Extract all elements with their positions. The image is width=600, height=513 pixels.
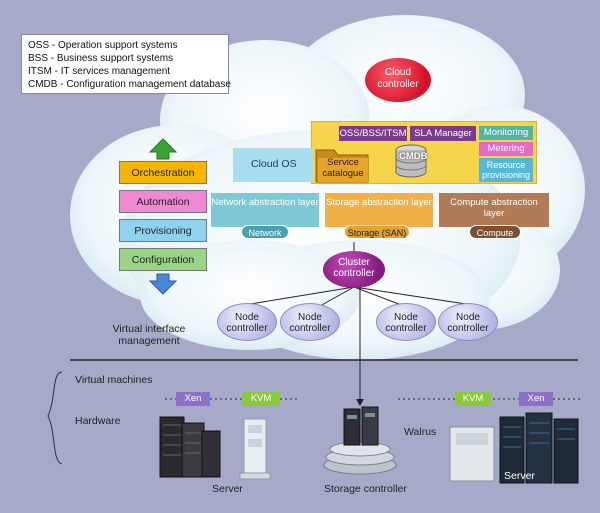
legend-item: ITSM - IT services management	[28, 66, 171, 77]
configuration-box: Configuration	[119, 248, 207, 271]
provisioning-box: Provisioning	[119, 219, 207, 242]
storage-pill: Storage (SAN)	[344, 225, 410, 239]
hardware-label: Hardware	[75, 415, 121, 427]
monitoring-box: Monitoring	[479, 126, 533, 140]
oss-bss-itsm-label: OSS/BSS/ITSM	[339, 128, 407, 139]
storage-abstraction-label: Storage abstraction layer	[326, 197, 432, 208]
node-controller: Node controller	[376, 303, 436, 341]
kvm-tag: KVM	[242, 392, 280, 406]
metering-label: Metering	[487, 143, 525, 154]
node-controller: Node controller	[280, 303, 340, 341]
xen-tag: Xen	[519, 392, 553, 406]
database-icon	[395, 144, 427, 178]
storage-abstraction-layer: Storage abstraction layer	[325, 193, 433, 227]
automation-box: Automation	[119, 190, 207, 213]
node-controller: Node controller	[438, 303, 498, 341]
arrow-down-icon	[148, 273, 178, 295]
legend-box: OSS - Operation support systems BSS - Bu…	[21, 34, 231, 94]
sla-manager-box: SLA Manager	[410, 126, 476, 141]
sla-manager-label: SLA Manager	[414, 128, 472, 139]
legend-item: OSS - Operation support systems	[28, 40, 178, 51]
legend-item: CMDB - Configuration management database	[28, 79, 231, 90]
server-left-label: Server	[212, 483, 243, 495]
server-cluster-icon	[449, 412, 579, 484]
legend-item: BSS - Business support systems	[28, 53, 174, 64]
compute-pill: Compute	[469, 225, 521, 239]
service-catalogue-label: Service catalogue	[322, 157, 364, 179]
cluster-controller: Cluster controller	[323, 251, 385, 288]
compute-abstraction-label: Compute abstraction layer	[450, 197, 538, 219]
cloud-os-box	[233, 148, 313, 182]
server-rack-icon	[159, 416, 271, 480]
network-pill: Network	[241, 225, 289, 239]
metering-box: Metering	[479, 142, 533, 156]
xen-tag: Xen	[176, 392, 210, 406]
storage-array-icon	[323, 406, 397, 475]
cmdb-label: CMDB	[399, 151, 428, 162]
virtual-machines-label: Virtual machines	[75, 374, 153, 386]
arrow-up-icon	[148, 138, 178, 160]
cloud-controller: Cloud controller	[365, 58, 431, 102]
orchestration-box: Orchestration	[119, 161, 207, 184]
storage-controller-label: Storage controller	[324, 483, 407, 495]
resource-provisioning-box: Resource provisioning	[479, 158, 533, 182]
cloud-os-label: Cloud OS	[251, 158, 297, 170]
cloud-controller-label: Cloud controller	[377, 67, 419, 90]
oss-bss-itsm-box: OSS/BSS/ITSM	[339, 126, 407, 141]
node-controller: Node controller	[217, 303, 277, 341]
virtual-interface-label: Virtual interface management	[112, 323, 186, 347]
resource-provisioning-label: Resource provisioning	[481, 160, 531, 180]
kvm-tag: KVM	[455, 392, 491, 406]
cluster-controller-label: Cluster controller	[333, 257, 375, 279]
network-abstraction-layer: Network abstraction layer	[211, 193, 319, 227]
monitoring-label: Monitoring	[483, 127, 529, 138]
network-abstraction-label: Network abstraction layer	[211, 197, 319, 208]
server-right-label: Server	[504, 470, 535, 482]
folder-icon	[315, 149, 369, 183]
compute-abstraction-layer: Compute abstraction layer	[439, 193, 549, 227]
walrus-label: Walrus	[404, 426, 437, 438]
